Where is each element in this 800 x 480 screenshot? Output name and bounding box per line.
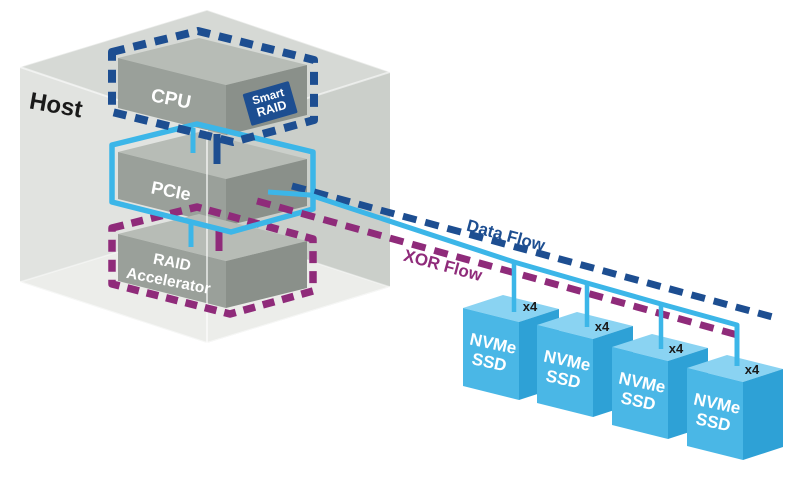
ssd-1-top-face — [463, 295, 559, 322]
cpu-block: CPU Smart RAID — [118, 38, 307, 135]
raid-side-face — [226, 241, 307, 308]
smart-raid-badge-background — [242, 81, 298, 126]
pcie-block: PCIe — [118, 132, 307, 226]
raid-front-face — [118, 234, 226, 308]
data-flow-line — [291, 182, 781, 323]
pcie-top-face — [118, 132, 307, 179]
cpu-dashed-outline — [108, 27, 318, 146]
ssd-2-lanes-label: x4 — [595, 319, 610, 334]
ssd-4-lanes-label: x4 — [745, 362, 760, 377]
cpu-front-face — [118, 58, 226, 135]
ssd-4-side-face — [743, 369, 783, 460]
raid-dashed-outline — [108, 203, 317, 318]
raid-top-face — [118, 214, 307, 261]
ssd-4: NVMe SSD — [687, 355, 783, 460]
ssd-4-top-face — [687, 355, 783, 382]
ssd-4-front-face — [687, 368, 743, 460]
ssd-3-lanes-label: x4 — [669, 341, 684, 356]
ssd-1-front-face — [463, 308, 519, 400]
ssd-3-front-face — [612, 347, 668, 439]
ssd-1-lanes-label: x4 — [523, 299, 538, 314]
ssd-2-front-face — [537, 325, 593, 417]
pcie-solid-outline — [109, 121, 316, 235]
raid-label-line1: RAID — [152, 251, 192, 275]
cpu-top-face — [118, 38, 307, 85]
smart-raid-badge: Smart RAID — [242, 81, 298, 126]
host-top-back-edge — [19, 9, 391, 73]
raid-accelerator-block: RAID Accelerator — [118, 214, 307, 308]
